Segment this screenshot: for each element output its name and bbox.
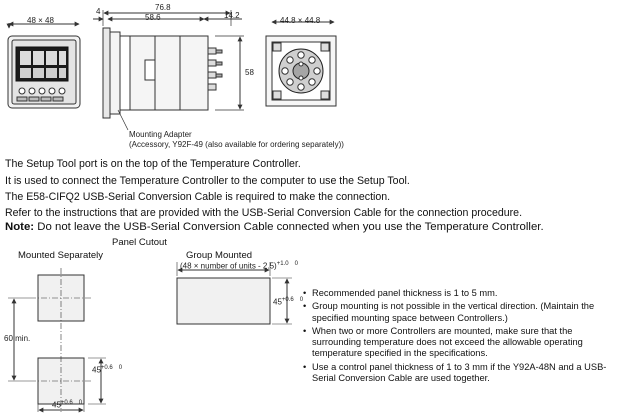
cutout-note-1: Recommended panel thickness is 1 to 5 mm… (303, 288, 621, 300)
sep-width-tol: +0.6 0 (60, 400, 83, 406)
pitch-60-min: 60 min. (4, 334, 31, 343)
info-line-3: The E58-CIFQ2 USB-Serial Conversion Cabl… (5, 191, 391, 203)
body-length-dim: 58.6 (145, 13, 161, 22)
note-text: Do not leave the USB-Serial Conversion C… (37, 221, 544, 233)
rear-length-dim: 14.2 (224, 11, 240, 20)
group-formula: (48 × number of units - 2.5) (180, 261, 277, 271)
rear-view (265, 19, 337, 107)
sep-width-value: 45 (52, 400, 61, 410)
sep-width-dim: 45+0.6 0 (52, 400, 82, 410)
group-width-formula: (48 × number of units - 2.5)+1.0 0 (180, 261, 298, 271)
front-width-dim: 48 × 48 (27, 16, 54, 25)
sep-height-value: 45 (92, 365, 101, 375)
info-line-2: It is used to connect the Temperature Co… (5, 175, 410, 187)
group-height-tol: +0.6 0 (281, 297, 304, 303)
info-line-4: Refer to the instructions that are provi… (5, 207, 523, 219)
sep-height-tol: +0.6 0 (100, 365, 123, 371)
group-mounted-label: Group Mounted (186, 250, 253, 261)
sep-height-dim: 45+0.6 0 (92, 365, 122, 375)
side-view (93, 10, 244, 131)
overall-length-dim: 76.8 (155, 3, 171, 12)
cutout-note-2: Group mounting is not possible in the ve… (303, 301, 621, 324)
height-dim: 58 (245, 68, 254, 77)
front-view (6, 21, 81, 109)
group-height-value: 45 (273, 297, 282, 307)
cutout-group-drawing (176, 262, 292, 325)
mounting-adapter-label: Mounting Adapter (129, 130, 192, 139)
mounting-adapter-note: (Accessory, Y92F-49 (also available for … (129, 140, 344, 149)
cutout-note-4: Use a control panel thickness of 1 to 3 … (303, 362, 621, 385)
cutout-separate-drawing (8, 268, 106, 413)
cutout-notes-list: Recommended panel thickness is 1 to 5 mm… (303, 288, 621, 386)
info-line-1: The Setup Tool port is on the top of the… (5, 158, 301, 170)
group-height-dim: 45+0.6 0 (273, 297, 303, 307)
mounted-separately-label: Mounted Separately (18, 250, 104, 261)
group-formula-tol: +1.0 0 (276, 261, 298, 267)
bezel-thickness-dim: 4 (96, 7, 101, 16)
note-line: Note: Do not leave the USB-Serial Conver… (5, 221, 544, 233)
cutout-note-3: When two or more Controllers are mounted… (303, 326, 621, 360)
panel-cutout-title: Panel Cutout (112, 237, 167, 248)
note-label: Note: (5, 221, 35, 233)
rear-face-dim: 44.8 × 44.8 (280, 16, 321, 25)
